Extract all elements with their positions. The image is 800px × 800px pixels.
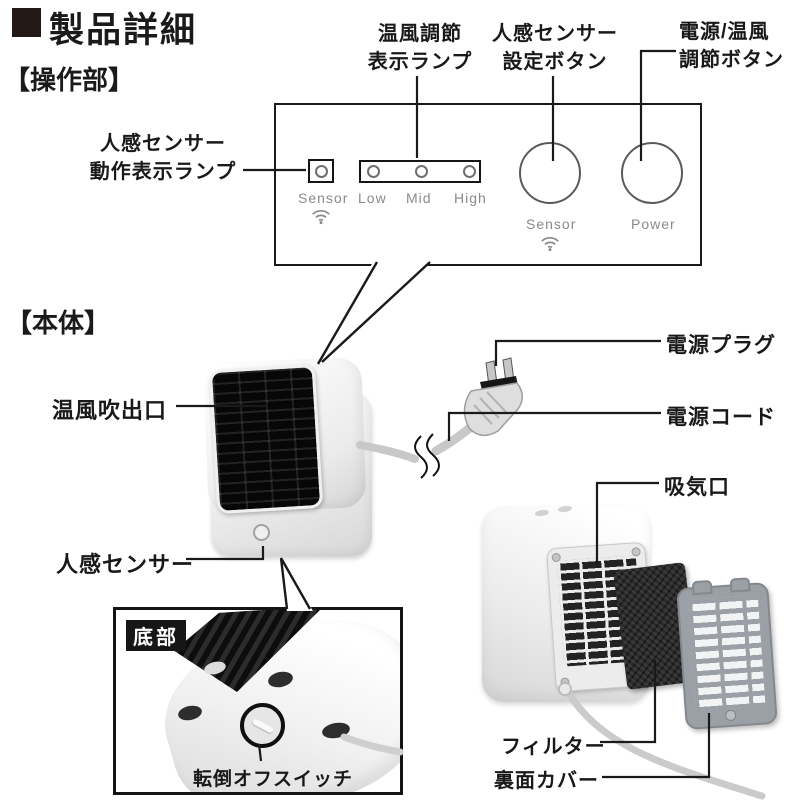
leader-power-cord [447,411,661,441]
label-line: 調節ボタン [679,49,784,72]
led-level-bar [359,160,481,183]
human-sensor-dot [253,524,270,541]
tipover-switch-label: 転倒オフスイッチ [192,769,353,790]
tipover-switch-pin [251,718,275,734]
sensor-lamp-led [315,165,328,178]
led-high-caption: High [454,190,487,206]
label-human-sensor: 人感センサー [56,552,195,577]
label-sensor-lamp: 人感センサー 動作表示ランプ [84,130,242,187]
label-line: 表示ランプ [367,51,473,74]
cover-tab [729,577,751,593]
label-power-plug: 電源プラグ [666,334,776,357]
warm-air-outlet-grille [208,363,324,515]
sensor-setting-button [519,142,581,204]
cover-knob [724,709,737,722]
led-low-caption: Low [358,190,387,206]
section-body-label: 【本体】 [6,308,111,338]
bottom-view-inset: 底部 転倒オフスイッチ [113,607,403,795]
back-cover-panel [676,577,778,731]
label-sensor-button: 人感センサー 設定ボタン [487,20,623,77]
label-back-cover: 裏面カバー [494,770,599,792]
power-button [621,142,683,204]
label-line: 動作表示ランプ [89,161,237,184]
screw-icon [631,547,641,557]
tipover-switch-ring [240,703,285,748]
sensor-button-caption: Sensor [526,216,577,232]
led-mid-caption: Mid [406,190,432,206]
cord-break-icon [426,433,440,477]
cover-slots [687,594,766,712]
sensor-lamp-caption: Sensor [298,190,349,206]
label-line: 電源/温風 [679,21,770,43]
inset-title: 底部 [133,627,179,649]
inset-pointer-lines [279,557,312,610]
led-high [463,165,476,178]
page-title: 製品詳細 [49,11,198,50]
led-low [367,165,380,178]
label-intake: 吸気口 [664,476,730,499]
led-mid [415,165,428,178]
label-outlet: 温風吹出口 [52,398,168,423]
leader-power-plug [494,339,661,366]
panel-pointer-fill [318,260,433,366]
cord-break-icon [414,435,428,479]
panel-pointer-lines [316,261,431,365]
heading-bullet-icon [12,8,41,37]
label-power-cord: 電源コード [666,406,776,429]
inset-title-badge: 底部 [126,620,186,651]
label-line: 温風調節 [378,23,462,45]
section-controls-label: 【操作部】 [4,65,135,95]
power-cord [431,415,484,456]
power-plug-illustration [463,357,523,437]
label-warm-air-lamp: 温風調節 表示ランプ [356,20,484,77]
label-power-button: 電源/温風 調節ボタン [679,18,800,75]
sensor-lamp-window [308,159,334,183]
screw-icon [560,677,570,687]
control-panel-box: Sensor Low Mid High Sensor Power [274,103,702,266]
wifi-icon [541,237,559,252]
cover-tab [691,579,713,596]
wifi-icon [312,210,330,225]
power-button-caption: Power [631,216,676,232]
inset-pointer-fill [279,556,313,611]
label-line: 設定ボタン [502,51,608,74]
label-line: 人感センサー [100,133,226,155]
label-filter: フィルター [501,736,606,758]
label-line: 人感センサー [492,23,618,45]
